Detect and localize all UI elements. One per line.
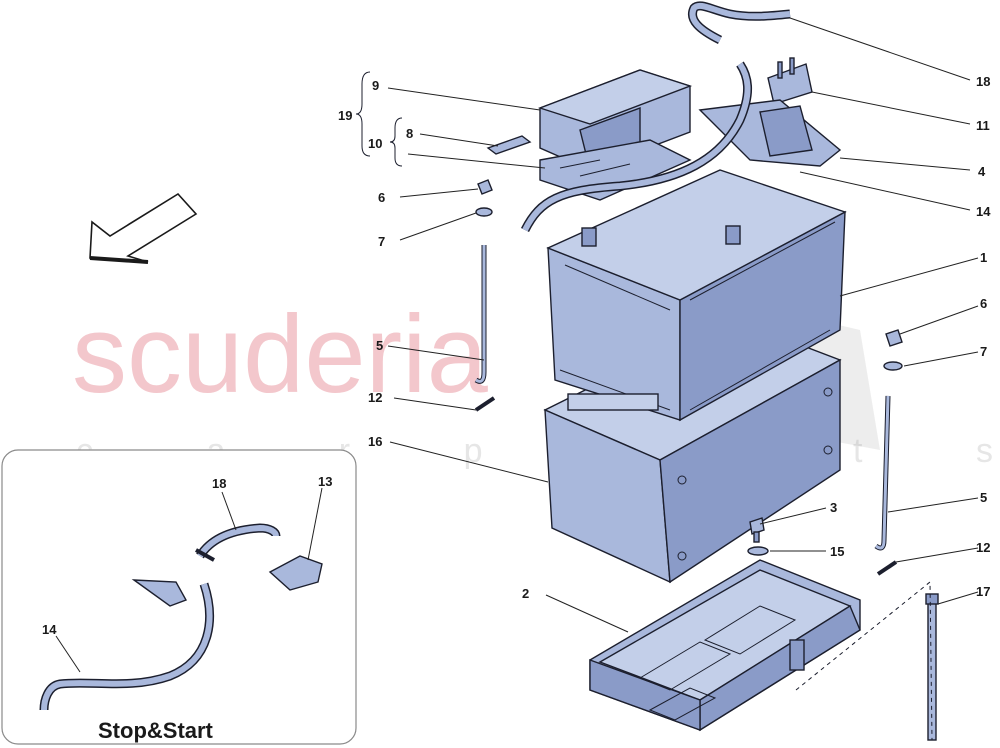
battery: [546, 169, 847, 422]
callout-15: 15: [830, 544, 844, 559]
callout-12-left: 12: [368, 390, 382, 405]
callout-8: 8: [406, 126, 413, 141]
inset-callout-18: 18: [212, 476, 226, 491]
battery-tray: [589, 559, 861, 732]
nut-6-right: [885, 329, 903, 347]
guide-dashed-line: [795, 580, 933, 741]
callout-16: 16: [368, 434, 382, 449]
callout-18: 18: [976, 74, 990, 89]
bolt-3: [749, 517, 765, 543]
callout-4: 4: [978, 164, 986, 179]
inset-terminal-13: [268, 555, 323, 591]
leader-lines: [387, 17, 979, 633]
callout-1: 1: [980, 250, 987, 265]
washer-7-left: [475, 207, 493, 217]
pin-12-right: [876, 560, 898, 576]
callout-2: 2: [522, 586, 529, 601]
support-4: [698, 99, 842, 167]
callout-5-right: 5: [980, 490, 987, 505]
pin-12-left: [474, 396, 496, 412]
stop-start-inset: 18 13 14 Stop&Start: [1, 449, 357, 745]
bracket-11: [767, 57, 813, 105]
inset-bracket: [131, 579, 188, 607]
callout-6-left: 6: [378, 190, 385, 205]
rod-17: [925, 593, 939, 741]
brace-10: [389, 117, 403, 167]
fuse: [486, 135, 532, 155]
callout-19: 19: [338, 108, 352, 123]
callout-10: 10: [368, 136, 382, 151]
brace-19: [355, 71, 371, 157]
inset-callout-13: 13: [318, 474, 332, 489]
nut-6-left: [477, 179, 493, 195]
callout-7-left: 7: [378, 234, 385, 249]
callout-11: 11: [976, 118, 990, 133]
direction-arrow-icon: [89, 192, 198, 264]
callout-17: 17: [976, 584, 990, 599]
washer-15: [747, 546, 769, 556]
callout-5-left: 5: [376, 338, 383, 353]
callout-3: 3: [830, 500, 837, 515]
callout-9: 9: [372, 78, 379, 93]
watermark-brand: scuderia: [72, 293, 489, 416]
inset-cable-14: [41, 583, 213, 711]
callout-labels: 9 19 8 10 6 7 5 12 16 2 3 15 18 11 4 14 …: [338, 74, 991, 601]
inset-cable-18: [197, 524, 279, 558]
washer-7-right: [883, 361, 903, 371]
inset-title: Stop&Start: [98, 718, 214, 743]
callout-6-right: 6: [980, 296, 987, 311]
watermark: scuderia c a r p a r t s: [72, 290, 993, 470]
callout-14: 14: [976, 204, 991, 219]
inset-callout-14: 14: [42, 622, 57, 637]
callout-12-right: 12: [976, 540, 990, 555]
callout-7-right: 7: [980, 344, 987, 359]
